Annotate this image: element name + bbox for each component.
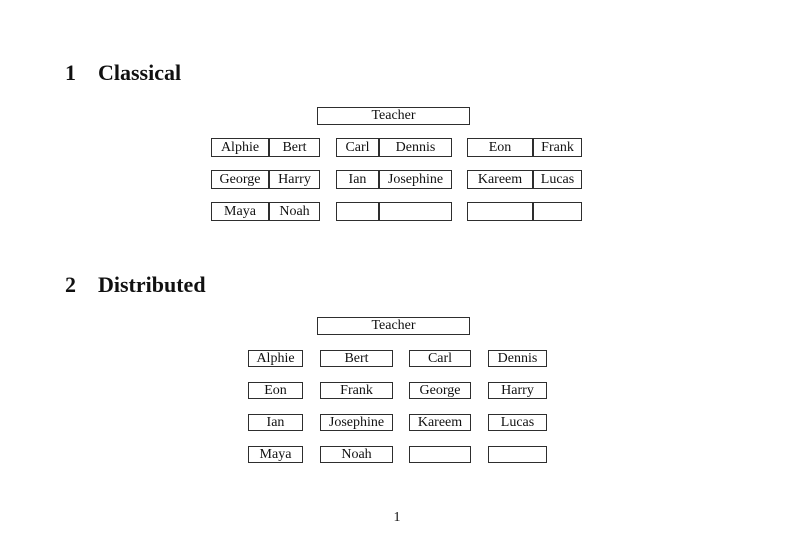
desk-cell: Ian	[348, 171, 367, 187]
desk-cell: Josephine	[378, 171, 451, 188]
desk: Eon Frank	[467, 138, 582, 157]
section-1-number: 1	[65, 60, 76, 85]
section-2-teacher-box: Teacher	[317, 317, 470, 335]
section-2-heading: 2 Distributed	[65, 274, 206, 296]
desk-cell: Harry	[268, 171, 319, 188]
desk	[409, 446, 471, 463]
desk-cell: Alphie	[220, 139, 260, 155]
desk: Josephine	[320, 414, 393, 431]
desk: Alphie Bert	[211, 138, 320, 157]
desk: Harry	[488, 382, 547, 399]
desk-cell-empty	[532, 203, 581, 220]
desk-cell: Ian	[266, 415, 285, 430]
desk	[488, 446, 547, 463]
desk-cell: Noah	[268, 203, 319, 220]
desk: Carl Dennis	[336, 138, 452, 157]
desk: Maya	[248, 446, 303, 463]
desk: Frank	[320, 382, 393, 399]
desk-cell-empty	[337, 203, 378, 220]
desk-cell: George	[219, 171, 261, 187]
section-2-number: 2	[65, 272, 76, 297]
desk-cell: Lucas	[532, 171, 581, 188]
section-1-heading: 1 Classical	[65, 62, 181, 84]
desk: Dennis	[488, 350, 547, 367]
section-1-teacher-box: Teacher	[317, 107, 470, 125]
desk: Lucas	[488, 414, 547, 431]
desk-cell: Dennis	[378, 139, 451, 156]
desk-cell: Maya	[259, 447, 292, 462]
desk-cell: Eon	[264, 383, 287, 398]
desk-cell: Carl	[427, 351, 453, 366]
desk: George	[409, 382, 471, 399]
section-1-title: Classical	[98, 60, 182, 85]
desk-cell: Kareem	[417, 415, 463, 430]
desk-cell: Josephine	[328, 415, 385, 430]
desk-cell: Eon	[488, 139, 512, 155]
desk-cell-empty	[410, 447, 470, 462]
desk: Maya Noah	[211, 202, 320, 221]
teacher-label: Teacher	[371, 108, 416, 123]
desk-cell: George	[419, 383, 461, 398]
desk-cell-empty	[468, 203, 532, 220]
desk: Eon	[248, 382, 303, 399]
page-number: 1	[393, 510, 401, 525]
desk-cell: Bert	[344, 351, 369, 366]
desk	[336, 202, 452, 221]
desk: Noah	[320, 446, 393, 463]
desk-cell: Lucas	[500, 415, 535, 430]
desk: Kareem Lucas	[467, 170, 582, 189]
desk: Bert	[320, 350, 393, 367]
desk: Kareem	[409, 414, 471, 431]
section-2-title: Distributed	[98, 272, 206, 297]
desk-cell: Kareem	[477, 171, 523, 187]
desk-cell-empty	[489, 447, 546, 462]
desk-cell-empty	[378, 203, 451, 220]
desk-cell: Maya	[224, 203, 256, 219]
desk	[467, 202, 582, 221]
desk-cell: Noah	[341, 447, 372, 462]
desk: Carl	[409, 350, 471, 367]
desk: George Harry	[211, 170, 320, 189]
teacher-label: Teacher	[371, 318, 416, 333]
desk-cell: Dennis	[497, 351, 538, 366]
desk: Ian Josephine	[336, 170, 452, 189]
desk-cell: Frank	[340, 383, 373, 398]
desk: Alphie	[248, 350, 303, 367]
desk-cell: Alphie	[256, 351, 295, 366]
desk-cell: Bert	[268, 139, 319, 156]
desk-cell: Frank	[532, 139, 581, 156]
desk: Ian	[248, 414, 303, 431]
desk-cell: Carl	[345, 139, 370, 155]
desk-cell: Harry	[501, 383, 534, 398]
